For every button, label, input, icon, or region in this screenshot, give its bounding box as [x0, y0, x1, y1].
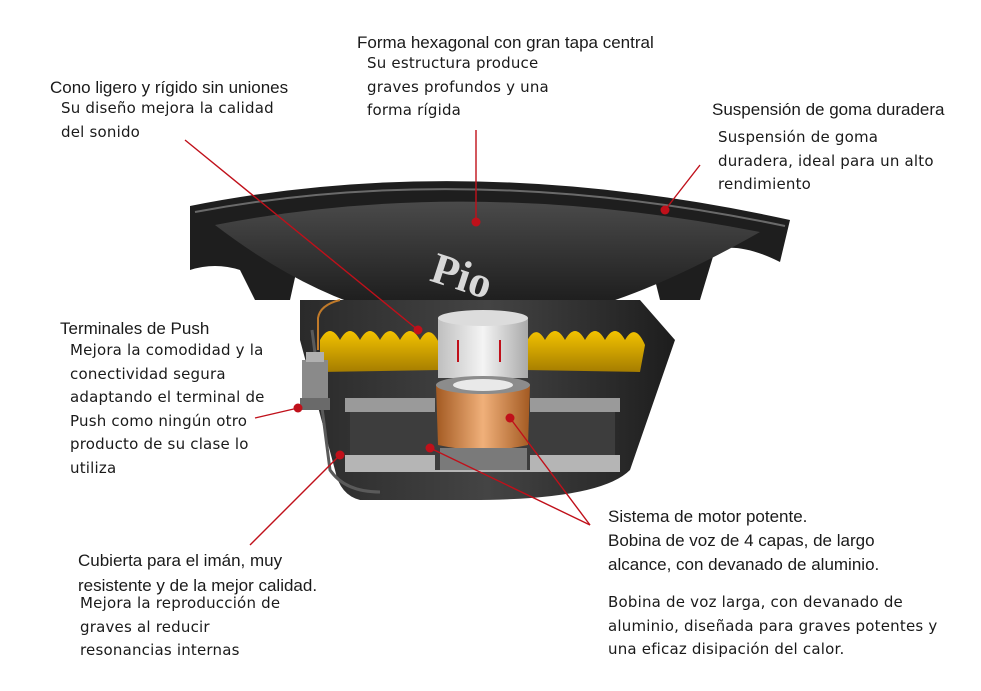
push-terminal — [300, 299, 341, 410]
callout-suspension-line: duradera, ideal para un alto — [718, 151, 934, 170]
callout-top-desc: Su estructura produce graves profundos y… — [367, 52, 549, 123]
callout-magnet-title-line: Cubierta para el imán, muy — [78, 551, 283, 570]
pole-piece — [438, 318, 528, 378]
callout-terminals-line: Push como ningún otro — [70, 411, 248, 430]
callout-top-line: Su estructura produce — [367, 54, 539, 72]
callout-cone-line: Su diseño mejora la calidad — [61, 99, 274, 117]
callout-suspension-title: Suspensión de goma duradera — [712, 100, 945, 119]
callout-terminals-line: adaptando el terminal de — [70, 388, 265, 406]
callout-cone-line: del sonido — [61, 122, 141, 141]
callout-top-line: forma rígida — [367, 101, 462, 119]
callout-magnet-line: resonancias internas — [80, 641, 240, 659]
top-plate-left — [345, 398, 435, 412]
callout-suspension-line: rendimiento — [718, 175, 812, 193]
callout-motor-desc: Sistema de motor potente. Bobina de voz … — [608, 505, 879, 577]
callout-magnet-desc: Mejora la reproducción de graves al redu… — [80, 592, 280, 663]
callout-coil-line: una eficaz disipación del calor. — [608, 640, 845, 658]
callout-terminals-line: Mejora la comodidad y la — [70, 341, 264, 359]
callout-magnet-line: graves al reducir — [80, 617, 210, 636]
callout-cone-title: Cono ligero y rígido sin uniones — [50, 78, 289, 97]
callout-terminals-title: Terminales de Push — [60, 319, 210, 338]
pointer-dots — [293, 205, 670, 460]
spider-left — [320, 331, 440, 372]
callout-terminals-line: utiliza — [70, 458, 117, 477]
callout-coil-desc: Bobina de voz larga, con devanado de alu… — [608, 591, 937, 662]
callout-coil-line: Bobina de voz larga, con devanado de — [608, 593, 903, 611]
callout-top-title: Forma hexagonal con gran tapa central — [357, 33, 654, 52]
callout-magnet-line: Mejora la reproducción de — [80, 594, 281, 612]
callout-suspension-line: Suspensión de goma — [718, 128, 879, 146]
callout-cone-desc: Su diseño mejora la calidad del sonido — [61, 97, 274, 144]
spider-right — [525, 331, 645, 372]
callout-motor-line: Bobina de voz de 4 capas, de largo — [608, 531, 875, 550]
callout-coil-line: aluminio, diseñada para graves potentes … — [608, 616, 938, 635]
callout-terminals-line: producto de su clase lo — [70, 435, 249, 453]
callout-motor-line: alcance, con devanado de aluminio. — [608, 555, 880, 574]
callout-suspension-desc: Suspensión de goma duradera, ideal para … — [718, 126, 934, 197]
callout-magnet-title-line: resistente y de la mejor calidad. — [78, 576, 318, 595]
callout-terminals-line: conectividad segura — [70, 364, 226, 383]
callout-motor-line: Sistema de motor potente. — [608, 507, 808, 526]
top-plate-right — [530, 398, 620, 412]
pointer-lines — [184, 130, 701, 546]
voice-coil — [436, 385, 530, 450]
callout-terminals-desc: Mejora la comodidad y la conectividad se… — [70, 339, 265, 480]
cone — [215, 201, 760, 320]
callout-magnet-title: Cubierta para el imán, muy resistente y … — [78, 548, 317, 598]
callout-top-line: graves profundos y una — [367, 77, 549, 96]
